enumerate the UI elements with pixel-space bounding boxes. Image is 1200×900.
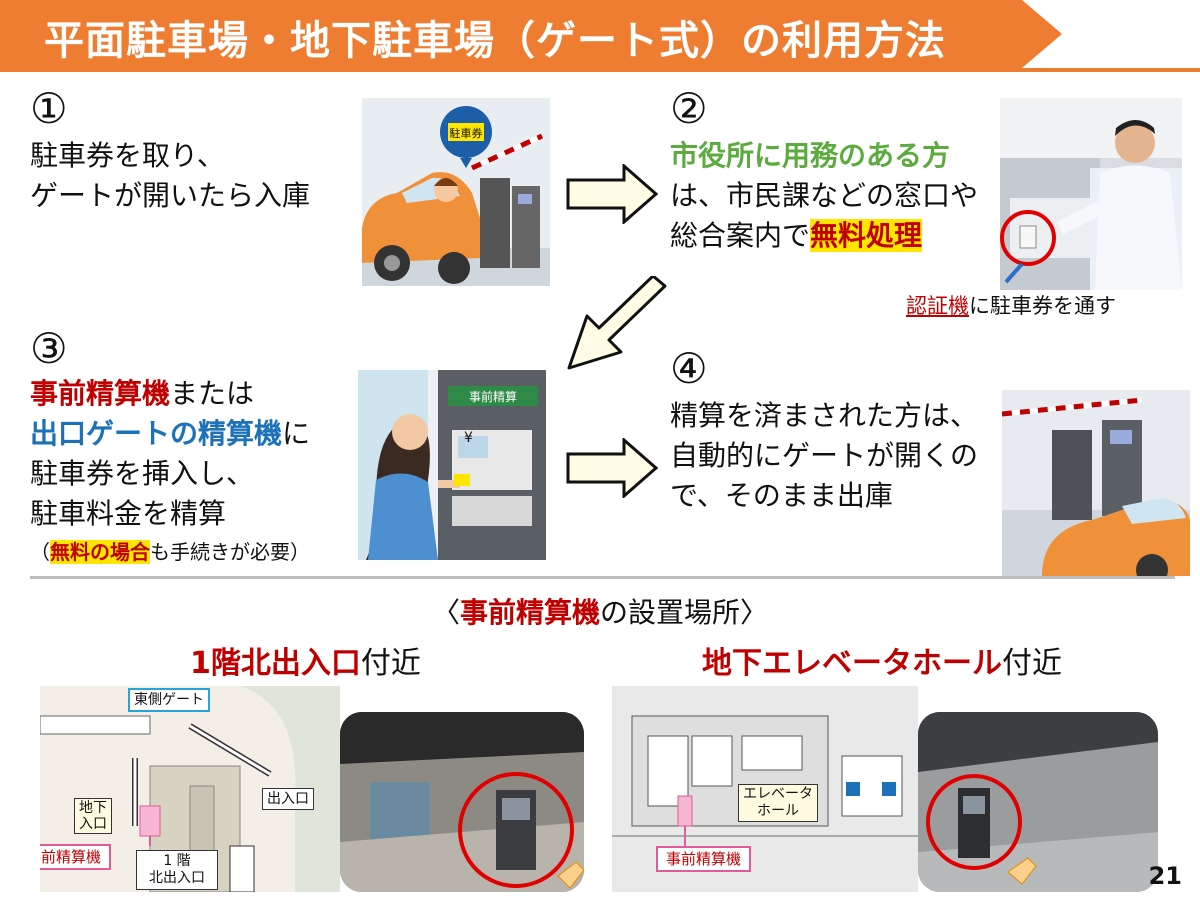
step3-line3: 駐車券を挿入し、 [30, 457, 255, 490]
step4-number: ④ [670, 344, 708, 393]
step2-line2: は、市民課などの窓口や [670, 179, 979, 212]
locations-heading-rest: の設置場所〉 [600, 596, 769, 629]
map-label-prepay-left: 事前精算機 [40, 844, 112, 870]
yen-sign-text: ¥ [464, 430, 473, 446]
map-label-elevator: エレベータ [743, 786, 813, 802]
step3-line4: 駐車料金を精算 [30, 497, 227, 530]
arrow-right-1 [566, 164, 658, 224]
auth-caption: 認証機に駐車券を通す [906, 292, 1116, 320]
step3-prepay-machine: 事前精算機 [30, 377, 171, 410]
map-label-north-entrance: 1 階北出入口 [136, 850, 218, 890]
step1-line1: 駐車券を取り、 [30, 139, 225, 172]
left-location-title: 1階北出入口付近 [190, 645, 421, 683]
step4-line3: で、そのまま出庫 [670, 479, 893, 512]
page-number: 21 [1148, 862, 1182, 890]
map-label-hall: ホール [757, 803, 799, 819]
step3-note-open: （ [30, 540, 50, 564]
title-banner: 平面駐車場・地下駐車場（ゲート式）の利用方法 [0, 0, 1062, 68]
staff-photo [1000, 98, 1182, 290]
map-label-elevator-hall: エレベータホール [738, 784, 818, 822]
step3-exit-gate-machine: 出口ゲートの精算機 [30, 417, 283, 450]
left-location-suffix: 付近 [360, 646, 421, 681]
step3-line2-rest: に [282, 417, 311, 450]
arrow-right-2 [566, 438, 658, 498]
step2-number: ② [670, 84, 708, 133]
auth-caption-rest: に駐車券を通す [969, 294, 1116, 318]
map-label-basement: 地下入口 [74, 798, 112, 834]
arrow-diagonal [567, 276, 667, 370]
right-location-title: 地下エレベータホール付近 [702, 645, 1062, 683]
auth-machine-label: 認証機 [906, 294, 969, 318]
prepay-machine-illustration: 事前精算 ¥ [358, 370, 546, 560]
step4-line2: 自動的にゲートが開くの [670, 439, 979, 472]
machine-sign-text: 事前精算 [469, 389, 517, 404]
ticket-sign-text: 駐車券 [450, 126, 483, 140]
map-label-basement-l2: 入口 [79, 816, 107, 832]
banner-shape [0, 0, 1062, 68]
step1-line2: ゲートが開いたら入庫 [30, 179, 311, 212]
page-title: 平面駐車場・地下駐車場（ゲート式）の利用方法 [44, 18, 946, 64]
locations-heading-open: 〈 [431, 596, 460, 629]
locations-heading: 〈事前精算機の設置場所〉 [0, 595, 1200, 631]
right-floor-map: エレベータホール 事前精算機 [612, 686, 918, 892]
right-location-suffix: 付近 [1002, 646, 1062, 681]
locations-heading-machine: 事前精算機 [459, 596, 600, 629]
step2-line3-a: 総合案内で [670, 219, 811, 252]
entry-gate-illustration: 駐車券 [362, 98, 550, 286]
header-underline [0, 68, 1200, 72]
map-label-basement-l1: 地下 [79, 800, 107, 816]
section-divider [30, 576, 1175, 579]
step2-free-processing: 無料処理 [810, 219, 923, 252]
step3-free-case: 無料の場合 [50, 540, 150, 564]
step3-line1: 事前精算機または [30, 374, 254, 414]
step3-note: （無料の場合も手続きが必要） [30, 538, 310, 566]
step1-number: ① [30, 84, 68, 133]
step4-line1: 精算を済まされた方は、 [670, 399, 979, 432]
left-location-name: 1階北出入口 [190, 646, 361, 681]
map-label-north: 北出入口 [149, 870, 205, 886]
step2-line3: 総合案内で無料処理 [670, 216, 923, 256]
step3-line1-rest: または [170, 377, 255, 410]
map-label-east-gate: 東側ゲート [128, 688, 210, 712]
step3-line2: 出口ゲートの精算機に [30, 414, 310, 454]
map-label-floor: 1 階 [163, 853, 191, 869]
map-label-entrance: 出入口 [262, 788, 314, 810]
step3-note-rest: も手続きが必要） [150, 540, 310, 564]
right-location-photo [918, 712, 1158, 892]
right-location-name: 地下エレベータホール [702, 646, 1002, 681]
step3-number: ③ [30, 324, 68, 373]
left-location-photo [340, 712, 584, 892]
step2-line1-green: 市役所に用務のある方 [670, 139, 951, 172]
exit-gate-illustration [1002, 390, 1190, 576]
map-label-prepay-right: 事前精算機 [656, 846, 752, 872]
step2-line1: 市役所に用務のある方 [670, 136, 950, 176]
